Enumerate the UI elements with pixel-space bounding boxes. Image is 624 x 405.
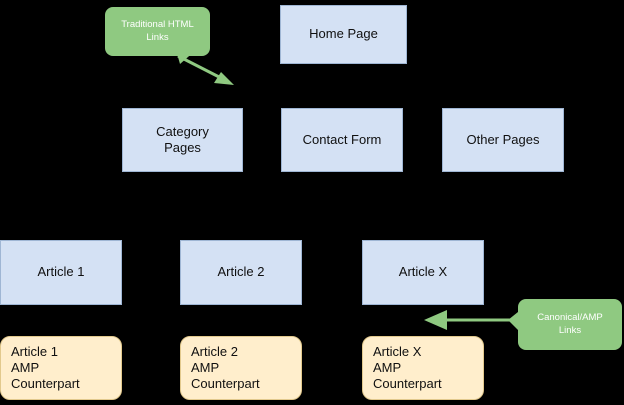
node-article-2[interactable]: Article 2	[180, 240, 302, 305]
node-category-pages[interactable]: Category Pages	[122, 108, 243, 172]
node-article-1[interactable]: Article 1	[0, 240, 122, 305]
callout-traditional-html-links[interactable]: Traditional HTML Links	[105, 7, 210, 56]
node-article-x[interactable]: Article X	[362, 240, 484, 305]
node-contact-form[interactable]: Contact Form	[281, 108, 403, 172]
node-other-pages[interactable]: Other Pages	[442, 108, 564, 172]
callout-canonical-amp-links[interactable]: Canonical/AMP Links	[518, 299, 622, 350]
canonical-amp-links-arrow	[424, 310, 520, 330]
node-home-page[interactable]: Home Page	[280, 5, 407, 64]
node-article-2-amp-counterpart[interactable]: Article 2 AMP Counterpart	[180, 336, 302, 400]
node-article-x-amp-counterpart[interactable]: Article X AMP Counterpart	[362, 336, 484, 400]
canonical-amp-links-tail	[508, 312, 518, 330]
traditional-html-links-arrow	[177, 54, 234, 85]
node-article-1-amp-counterpart[interactable]: Article 1 AMP Counterpart	[0, 336, 122, 400]
